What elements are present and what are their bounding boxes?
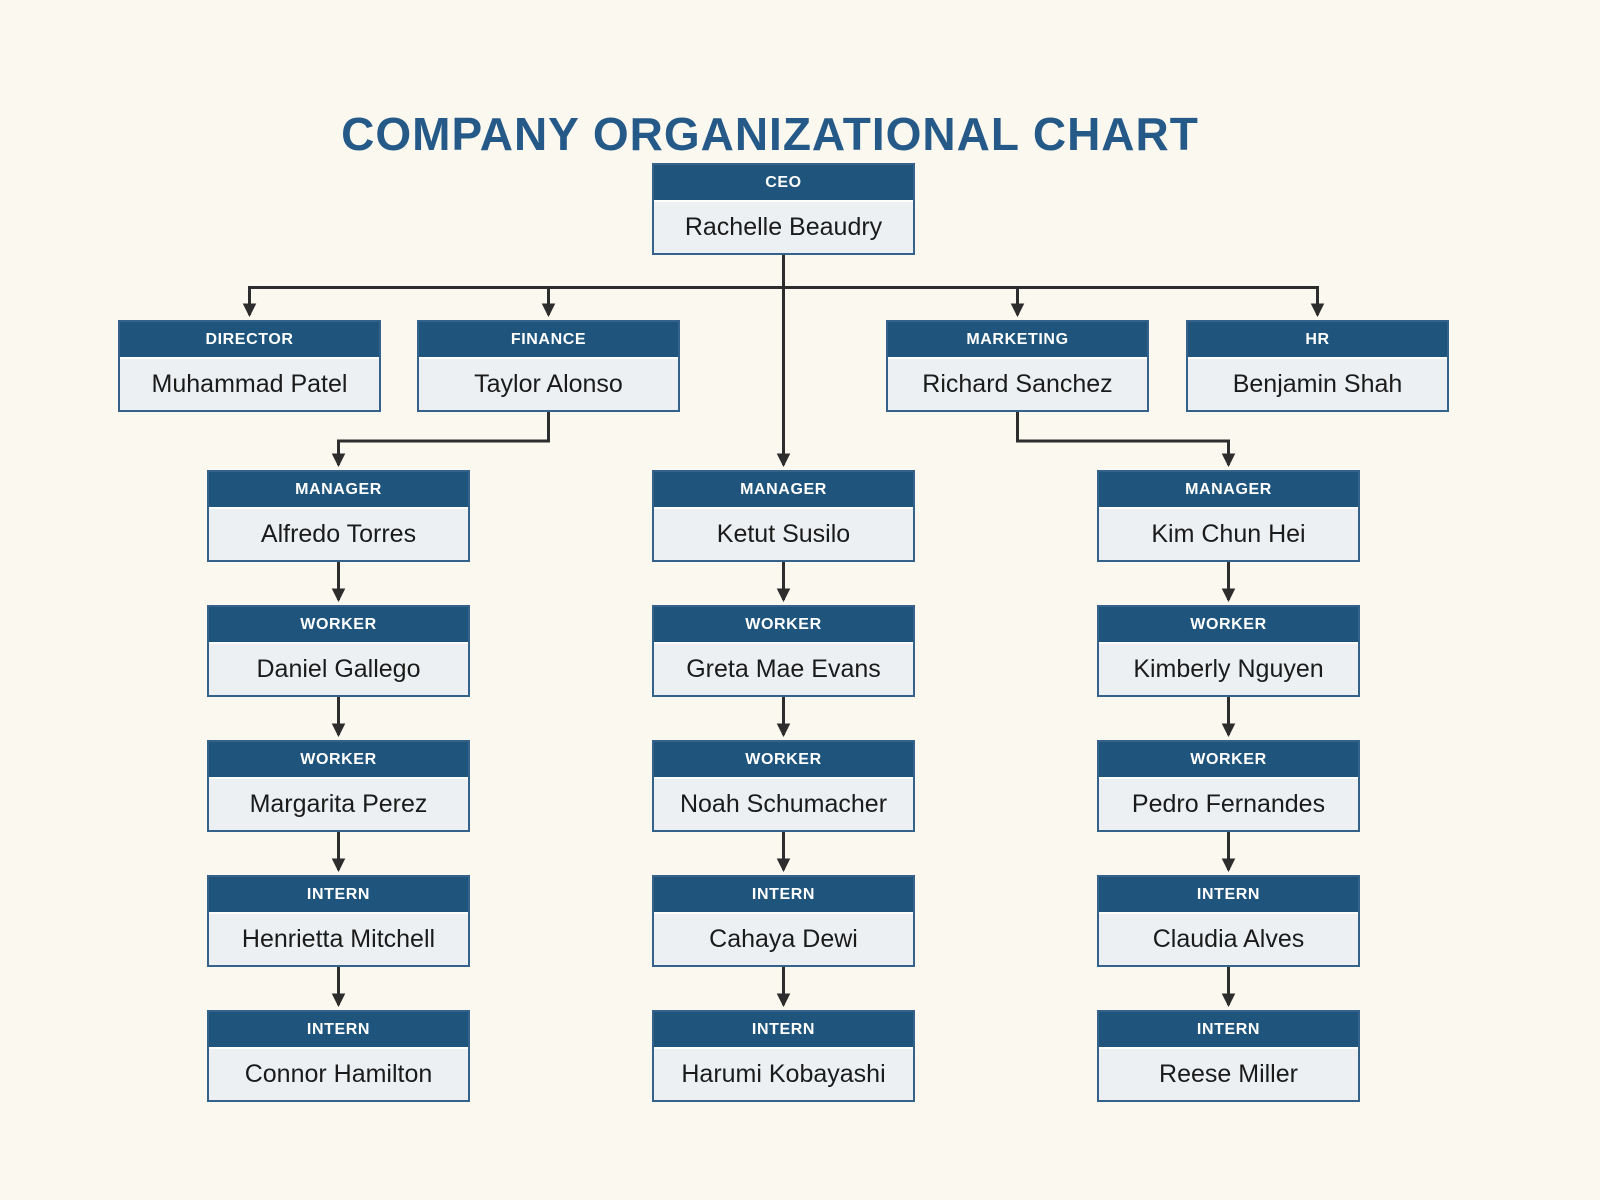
role-label: CEO [654, 165, 913, 200]
person-name: Henrietta Mitchell [209, 912, 468, 965]
role-label: HR [1188, 322, 1447, 357]
person-name: Taylor Alonso [419, 357, 678, 410]
person-name: Alfredo Torres [209, 507, 468, 560]
person-name: Cahaya Dewi [654, 912, 913, 965]
person-name: Noah Schumacher [654, 777, 913, 830]
role-label: DIRECTOR [120, 322, 379, 357]
role-label: MANAGER [209, 472, 468, 507]
person-name: Reese Miller [1099, 1047, 1358, 1100]
role-label: INTERN [1099, 877, 1358, 912]
role-label: INTERN [654, 877, 913, 912]
edge-ceo-to-director [242, 255, 785, 318]
role-label: WORKER [654, 742, 913, 777]
person-name: Daniel Gallego [209, 642, 468, 695]
person-name: Greta Mae Evans [654, 642, 913, 695]
person-name: Kimberly Nguyen [1099, 642, 1358, 695]
role-label: FINANCE [419, 322, 678, 357]
role-label: WORKER [209, 607, 468, 642]
person-name: Kim Chun Hei [1099, 507, 1358, 560]
role-label: WORKER [1099, 742, 1358, 777]
edge-ceo-to-marketing [782, 255, 1025, 318]
role-label: MARKETING [888, 322, 1147, 357]
person-name: Rachelle Beaudry [654, 200, 913, 253]
edge-ceo-to-finance [541, 255, 785, 318]
role-label: INTERN [209, 1012, 468, 1047]
role-label: MANAGER [1099, 472, 1358, 507]
role-label: INTERN [1099, 1012, 1358, 1047]
role-label: WORKER [209, 742, 468, 777]
person-name: Muhammad Patel [120, 357, 379, 410]
person-name: Connor Hamilton [209, 1047, 468, 1100]
role-label: INTERN [209, 877, 468, 912]
page-title: COMPANY ORGANIZATIONAL CHART [341, 107, 1199, 160]
edge-ceo-to-hr [782, 255, 1325, 318]
edge-finance-to-l-manager [331, 412, 550, 468]
role-label: MANAGER [654, 472, 913, 507]
role-label: WORKER [1099, 607, 1358, 642]
role-label: WORKER [654, 607, 913, 642]
person-name: Benjamin Shah [1188, 357, 1447, 410]
person-name: Harumi Kobayashi [654, 1047, 913, 1100]
person-name: Claudia Alves [1099, 912, 1358, 965]
role-label: INTERN [654, 1012, 913, 1047]
person-name: Margarita Perez [209, 777, 468, 830]
person-name: Ketut Susilo [654, 507, 913, 560]
edge-marketing-to-r-manager [1016, 412, 1236, 468]
person-name: Pedro Fernandes [1099, 777, 1358, 830]
person-name: Richard Sanchez [888, 357, 1147, 410]
